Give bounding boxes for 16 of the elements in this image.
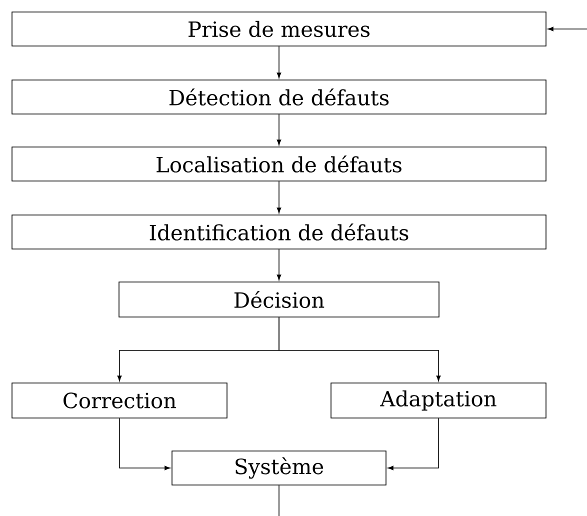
process-box: Localisation de défauts bbox=[12, 146, 546, 182]
process-box: Système bbox=[172, 450, 386, 486]
process-box: Détection de défauts bbox=[12, 80, 546, 114]
arrow bbox=[119, 418, 170, 470]
arrow bbox=[276, 46, 282, 78]
arrow bbox=[388, 418, 439, 470]
process-box: Adaptation bbox=[330, 382, 546, 418]
arrow bbox=[276, 114, 282, 146]
process-box: Correction bbox=[12, 382, 228, 418]
arrow bbox=[278, 317, 441, 382]
process-box: Identification de défauts bbox=[12, 214, 546, 250]
arrow bbox=[276, 181, 282, 214]
process-box: Prise de mesures bbox=[12, 12, 546, 46]
arrow bbox=[276, 249, 282, 280]
process-box: Décision bbox=[118, 282, 440, 318]
arrow bbox=[548, 26, 587, 32]
